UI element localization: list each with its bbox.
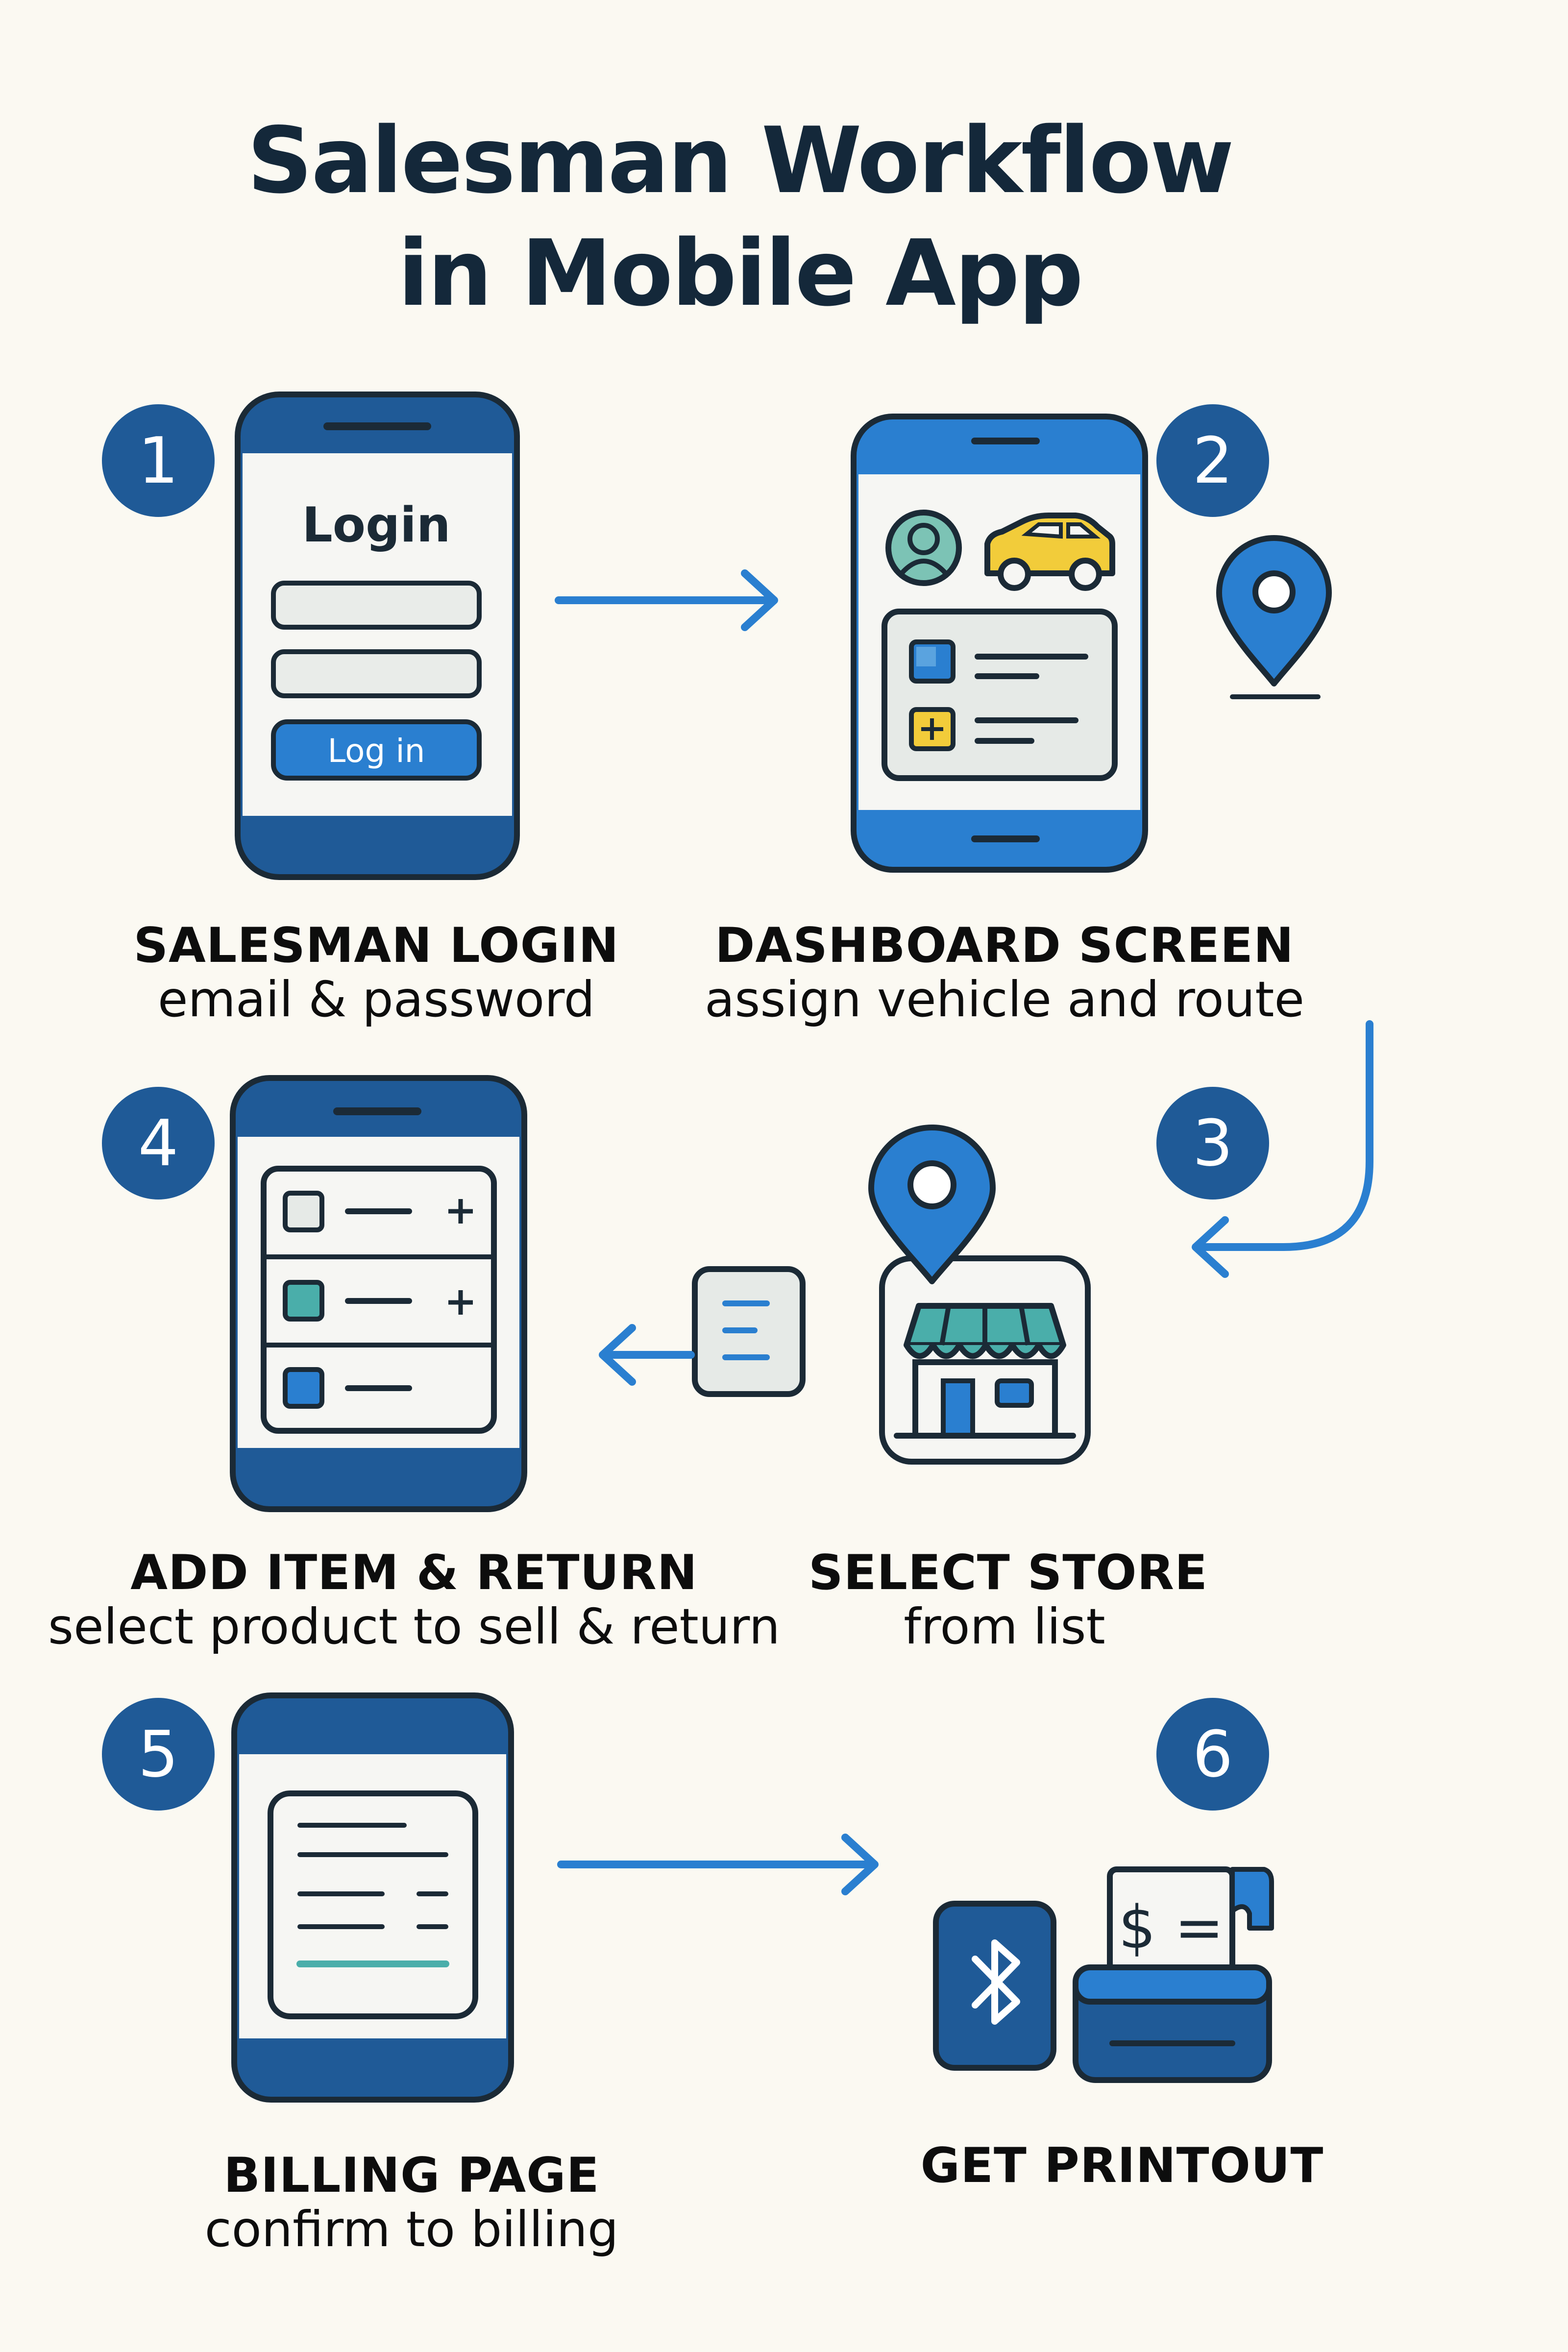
step-2-description: assign vehicle and route xyxy=(705,971,1304,1028)
step-1-description: email & password xyxy=(157,971,595,1028)
login-heading: Login xyxy=(302,497,450,553)
receipt-symbol: $ = xyxy=(1118,1894,1224,1962)
step-2-badge: 2 xyxy=(1156,404,1269,517)
title-line-1: Salesman Workflow xyxy=(247,107,1234,214)
step-1-label: SALESMAN LOGIN xyxy=(133,918,619,974)
step-4-description: select product to sell & return xyxy=(48,1598,780,1655)
step-5-label: BILLING PAGE xyxy=(223,2148,600,2204)
step-1-badge: 1 xyxy=(102,404,215,517)
step-4-label: ADD ITEM & RETURN xyxy=(130,1545,698,1601)
title-line-2: in Mobile App xyxy=(397,220,1084,326)
step-5-badge: 5 xyxy=(102,1698,215,1811)
step-4-badge: 4 xyxy=(102,1087,215,1200)
step-6-badge: 6 xyxy=(1156,1698,1269,1811)
avatar-icon xyxy=(885,510,962,586)
car-icon xyxy=(984,513,1115,591)
step-3-description: from list xyxy=(904,1598,1105,1655)
step-3-label: SELECT STORE xyxy=(808,1545,1208,1601)
step-6-label: GET PRINTOUT xyxy=(920,2138,1324,2194)
step-5-description: confirm to billing xyxy=(204,2201,619,2258)
login-button-label: Log in xyxy=(327,732,425,770)
step-3-badge: 3 xyxy=(1156,1087,1269,1200)
step-2-label: DASHBOARD SCREEN xyxy=(715,918,1294,974)
